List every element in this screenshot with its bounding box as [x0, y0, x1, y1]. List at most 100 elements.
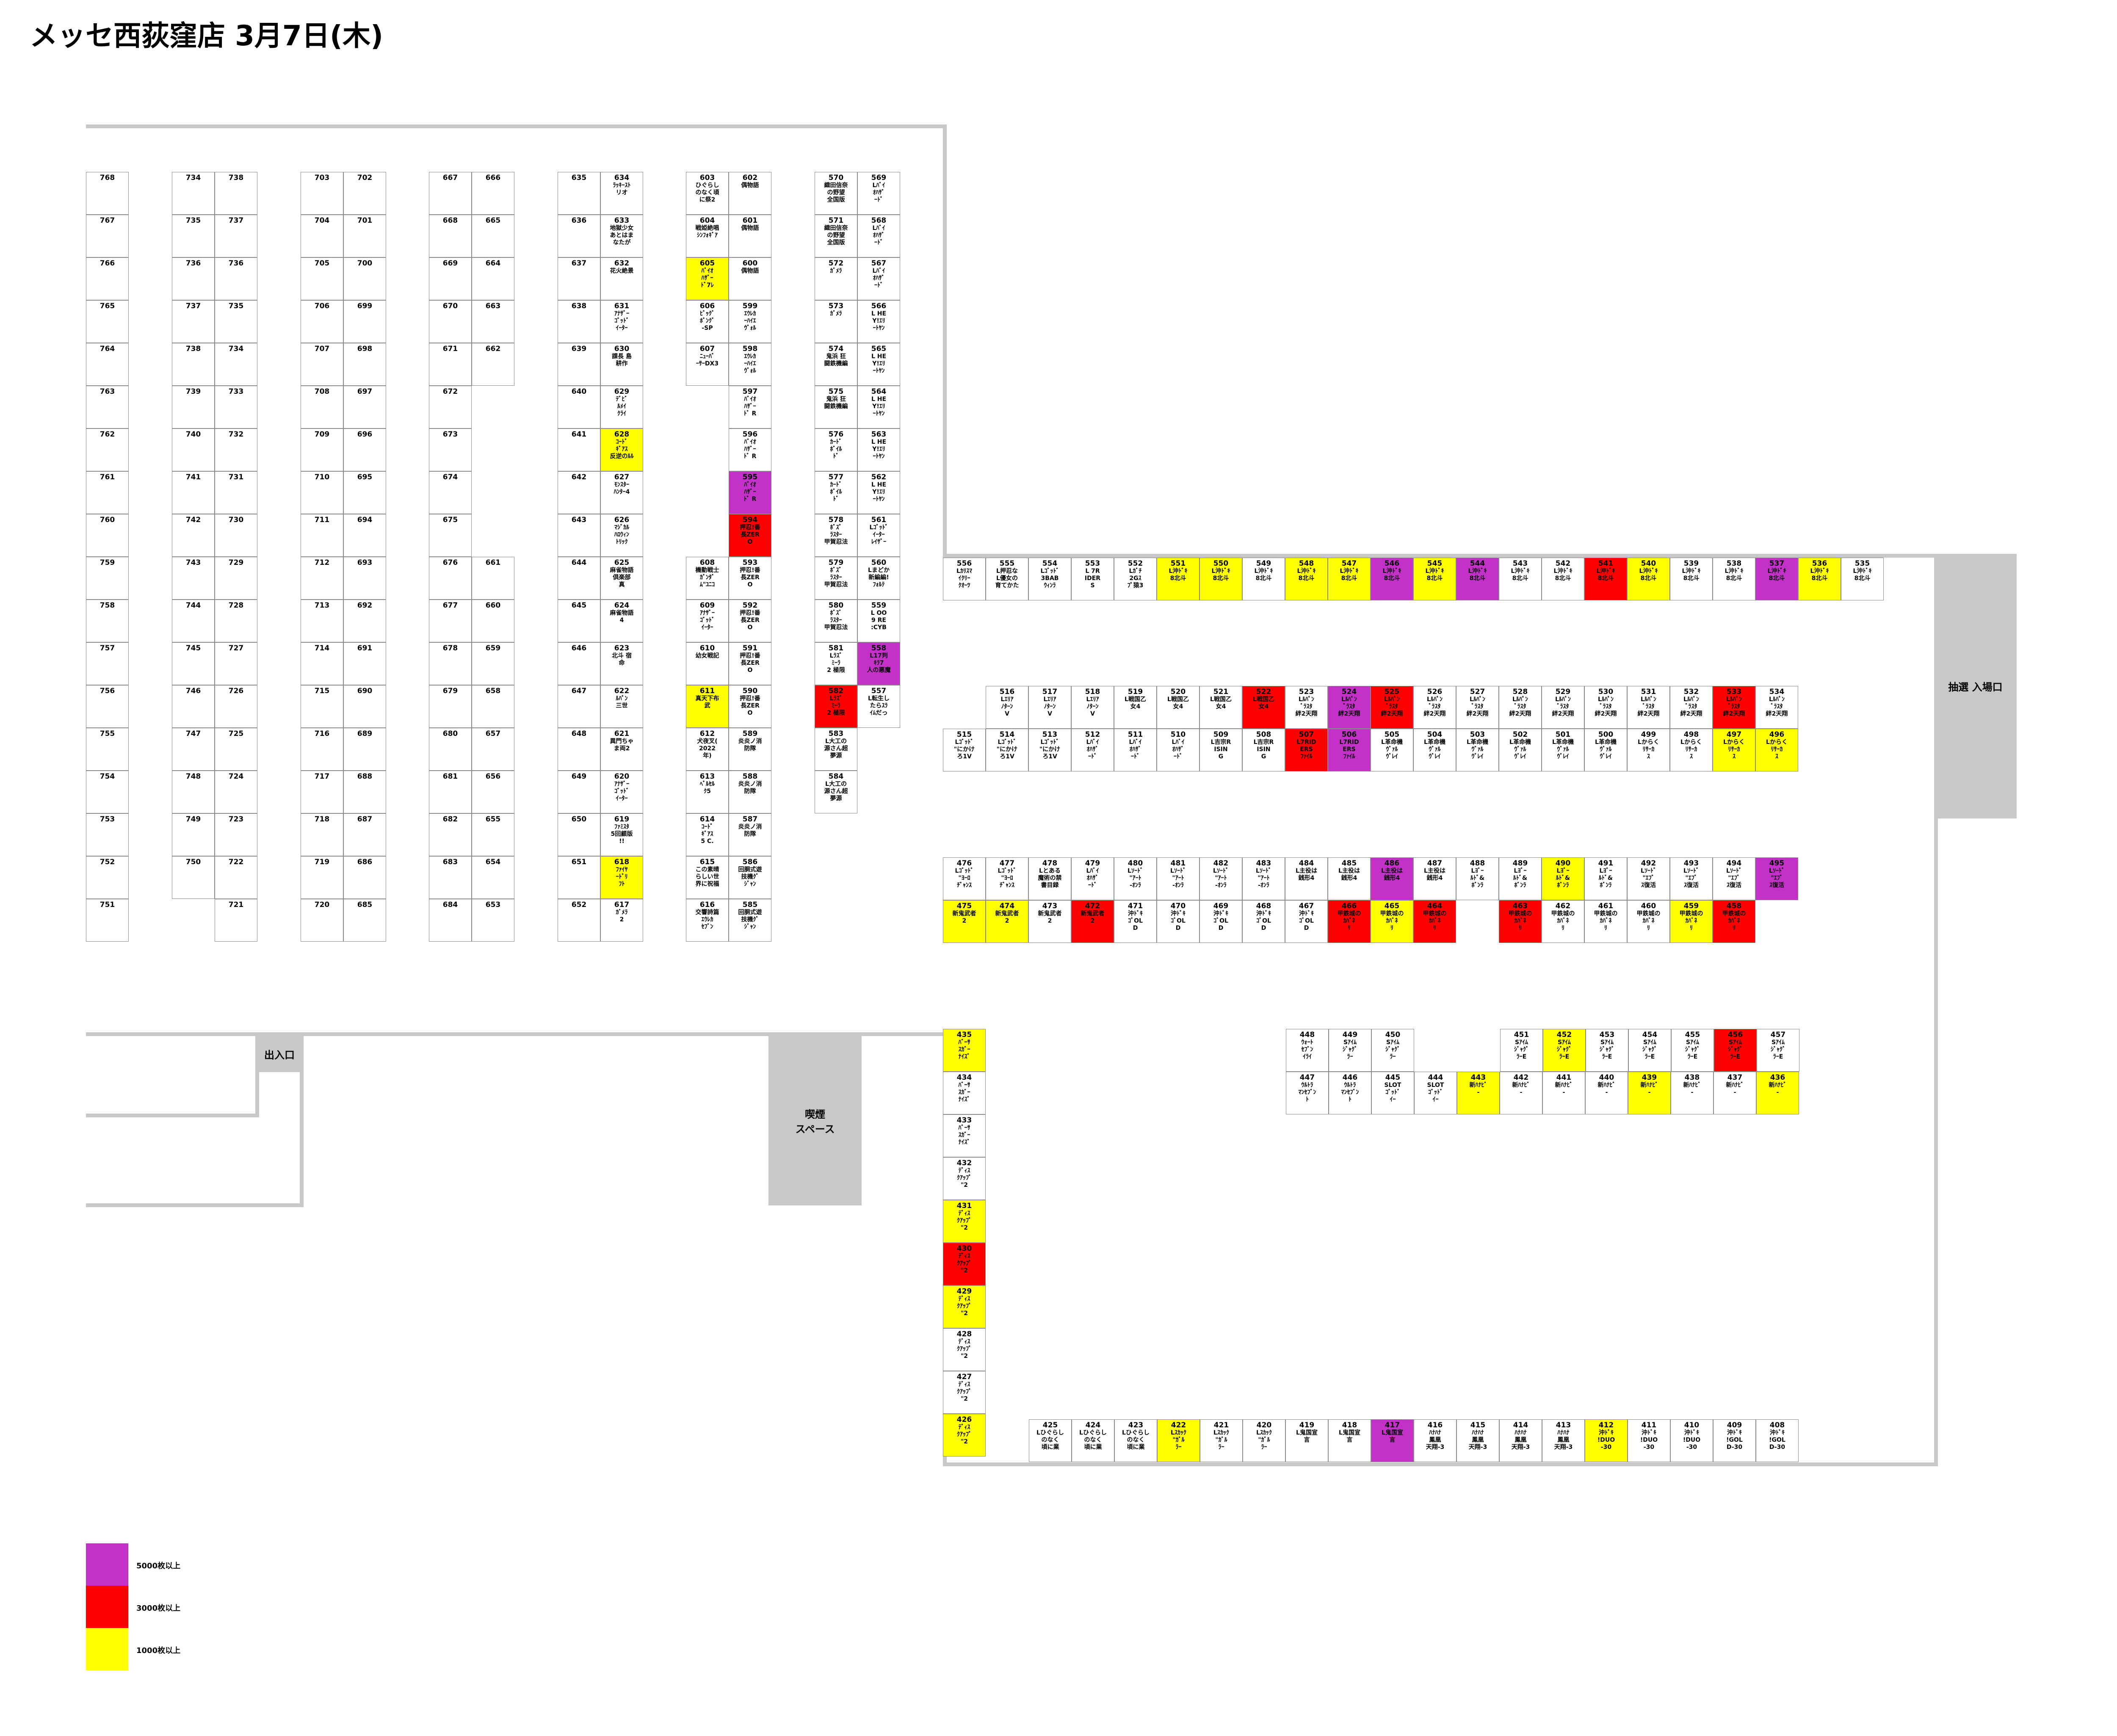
lottery-label: 抽選 入場口	[1948, 681, 2003, 693]
machine-number: 508	[1256, 730, 1271, 739]
machine-title: ﾓﾝｽﾀｰ ﾊﾝﾀｰ4	[614, 481, 630, 495]
machine-number: 497	[1726, 730, 1742, 739]
machine-756: 756	[86, 685, 129, 728]
machine-number: 750	[185, 858, 201, 866]
machine-740: 740	[172, 428, 215, 471]
machine-656: 656	[472, 771, 514, 813]
machine-number: 484	[1299, 859, 1314, 868]
machine-747: 747	[172, 728, 215, 771]
machine-title: Lｿｰﾄﾞ "ｴﾌﾞ ｽ復活	[1683, 868, 1699, 889]
machine-title: L沖ﾄﾞｷ 8北斗	[1211, 568, 1230, 582]
machine-number: 704	[314, 216, 330, 225]
machine-number: 623	[614, 644, 630, 652]
machine-title: 甲鉄城の ｶﾊﾞﾈ ﾘ	[1551, 910, 1575, 932]
machine-number: 654	[485, 858, 501, 866]
machine-number: 577	[828, 473, 844, 481]
machine-number: 496	[1769, 730, 1785, 739]
machine-765: 765	[86, 300, 129, 343]
machine-title: ｶﾞﾒﾗ	[830, 310, 842, 317]
machine-title: Lﾙﾊﾟﾝ ﾞﾗｽﾀ 絆2天翔	[1723, 696, 1745, 717]
machine-number: 593	[742, 558, 758, 567]
machine-663: 663	[472, 300, 514, 343]
machine-717: 717	[301, 771, 343, 813]
machine-number: 605	[699, 259, 715, 268]
machine-number: 562	[871, 473, 887, 481]
machine-684: 684	[429, 899, 472, 942]
machine-number: 478	[1042, 859, 1058, 868]
machine-number: 490	[1555, 859, 1571, 868]
machine-741: 741	[172, 471, 215, 514]
machine-number: 524	[1341, 688, 1357, 696]
machine-number: 609	[699, 601, 715, 610]
machine-number: 702	[357, 174, 373, 182]
machine-number: 737	[185, 302, 201, 310]
machine-number: 621	[614, 730, 630, 738]
machine-number: 457	[1770, 1031, 1786, 1039]
machine-number: 726	[228, 687, 244, 695]
machine-number: 626	[614, 516, 630, 524]
machine-title: L主役は 銭形4	[1424, 868, 1445, 882]
machine-title: ﾊﾞｲｵ ﾊｻﾞｰ ﾄﾞ R	[743, 439, 757, 460]
machine-title: Lｿｰﾄﾞ "ｴﾌﾞ ｽ復活	[1641, 868, 1656, 889]
machine-title: ｺｰﾄﾞ ｷﾞｱｽ 5 C.	[701, 824, 714, 845]
machine-number: 589	[742, 730, 758, 738]
machine-number: 687	[357, 815, 373, 824]
machine-number: 485	[1341, 859, 1357, 868]
machine-title: 押忍!番 長ZER O	[740, 524, 760, 545]
machine-716: 716	[301, 728, 343, 771]
machine-number: 751	[99, 901, 115, 909]
wall-bottom	[943, 1462, 1938, 1466]
machine-title: Lﾊﾞｲ ｵﾊｻﾞ ｰﾄﾞ	[1172, 739, 1185, 760]
machine-number: 639	[571, 345, 587, 353]
machine-title: 新鬼武者 2	[952, 910, 976, 924]
machine-number: 758	[99, 601, 115, 610]
machine-754: 754	[86, 771, 129, 813]
machine-number: 684	[442, 901, 458, 909]
machine-title: L HE Y!ｴﾘ ｰﾄﾔﾝ	[871, 310, 887, 332]
machine-number: 733	[228, 387, 244, 396]
legend-label-5000: 5000枚以上	[136, 1562, 181, 1570]
machine-title: 新ﾊﾅﾋﾞ -	[1597, 1082, 1616, 1096]
machine-number: 479	[1085, 859, 1100, 868]
machine-number: 540	[1641, 559, 1656, 568]
machine-title: 犬夜叉( 2022 年)	[697, 738, 718, 759]
machine-number: 644	[571, 558, 587, 567]
machine-title: Lｺﾞｯﾄﾞ "にかけ ろ1V	[996, 739, 1018, 760]
machine-title: 新鬼武者 2	[995, 910, 1019, 924]
machine-title: 押忍!番 長ZER O	[740, 610, 760, 631]
machine-number: 664	[485, 259, 501, 268]
machine-713: 713	[301, 600, 343, 642]
machine-title: L革命機 ｳﾞｧﾙ ｳﾞﾚｲ	[1552, 739, 1574, 760]
machine-title: ﾎﾞｽﾞ ﾗｽﾀｰ 甲賀忍法	[824, 610, 848, 631]
machine-number: 445	[1385, 1073, 1401, 1082]
machine-number: 676	[442, 558, 458, 567]
wall-right	[1934, 554, 1938, 1466]
machine-title: Sｱｲﾑ ｼﾞｬｸﾞ ﾗｰE	[1771, 1039, 1785, 1060]
machine-title: Lｿｰﾄﾞ "ｱｰﾄ -ｵﾝﾗ	[1256, 868, 1271, 889]
machine-706: 706	[301, 300, 343, 343]
